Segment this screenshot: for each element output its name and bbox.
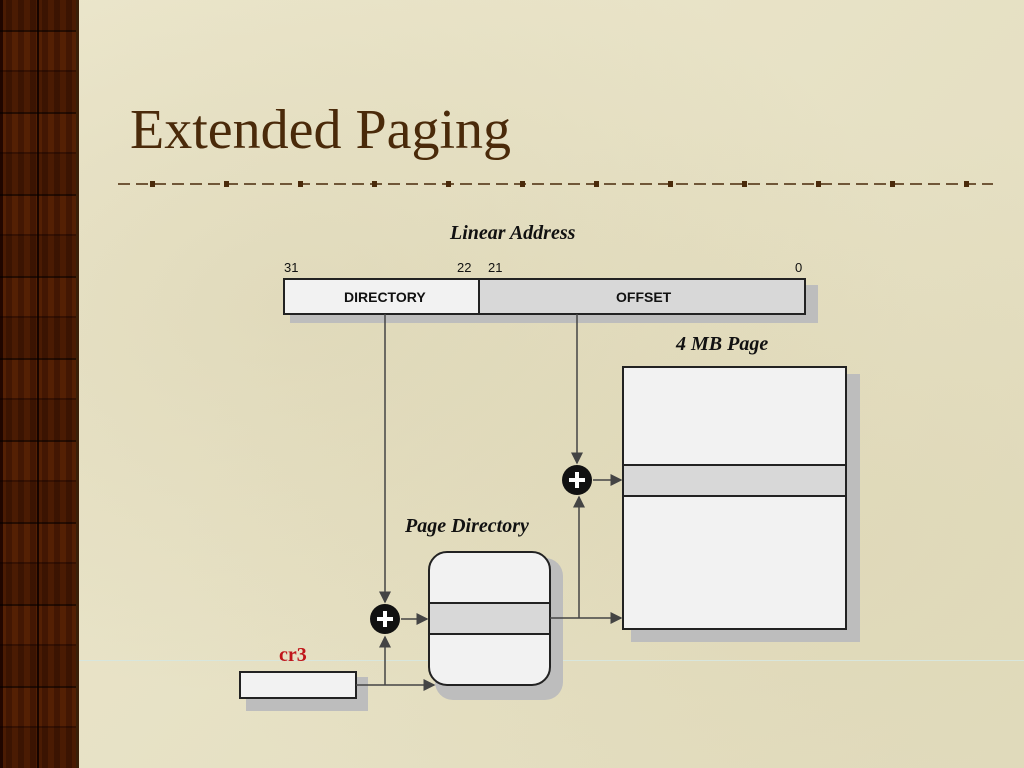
bit-31-label: 31: [284, 260, 298, 275]
bit-22-label: 22: [457, 260, 471, 275]
wood-border: [0, 0, 76, 768]
page-directory-label: Page Directory: [404, 515, 529, 537]
linear-address-box: [283, 278, 818, 323]
cr3-label: cr3: [279, 644, 307, 666]
page-directory-box: [428, 551, 563, 700]
page-label: 4 MB Page: [675, 333, 768, 355]
adder-icon: [562, 465, 592, 495]
title-divider: [118, 181, 993, 187]
connection-lines: [356, 314, 623, 691]
bit-21-label: 21: [488, 260, 502, 275]
wood-border-edge: [76, 0, 79, 768]
directory-field-label: DIRECTORY: [344, 289, 426, 305]
slide-title: Extended Paging: [130, 99, 512, 161]
offset-field-label: OFFSET: [616, 289, 672, 305]
bit-0-label: 0: [795, 260, 802, 275]
linear-address-label: Linear Address: [449, 222, 576, 244]
4mb-page-box: [622, 366, 860, 642]
cr3-register-box: [239, 671, 368, 711]
adder-icon: [370, 604, 400, 634]
